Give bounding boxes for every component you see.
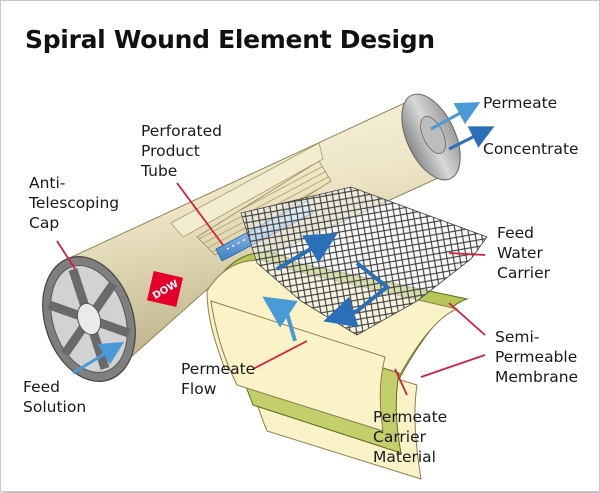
label-semi-permeable-membrane: Semi- Permeable Membrane xyxy=(495,328,579,386)
membrane-sheet-mid xyxy=(210,300,386,432)
callout-lines xyxy=(56,182,486,396)
permeate-out-arrow xyxy=(430,102,481,131)
label-permeate-out: Permeate xyxy=(483,94,558,112)
label-permeate-flow: Permeate Flow xyxy=(181,360,256,398)
permeate-flow-arrow xyxy=(262,296,298,342)
diagram-title: Spiral Wound Element Design xyxy=(25,25,435,54)
label-feed-solution: Feed Solution xyxy=(23,378,87,416)
label-concentrate: Concentrate xyxy=(483,140,579,158)
feed-solution-arrow xyxy=(72,341,125,375)
cap-hub xyxy=(76,302,102,336)
label-permeate-carrier-material: Permeate Carrier Material xyxy=(373,408,448,466)
mesh-pattern xyxy=(241,187,487,335)
label-perforated-product-tube: Perforated Product Tube xyxy=(141,122,222,180)
outer-wrap-cut xyxy=(170,142,324,238)
label-anti-telescoping-cap: Anti- Telescoping Cap xyxy=(29,174,120,232)
feed-flow-arrow-1 xyxy=(275,232,338,271)
feed-flow-arrow-2 xyxy=(323,261,391,328)
label-feed-water-carrier: Feed Water Carrier xyxy=(497,224,551,282)
dow-logo xyxy=(147,271,183,307)
concentrate-out-arrow xyxy=(448,126,495,151)
